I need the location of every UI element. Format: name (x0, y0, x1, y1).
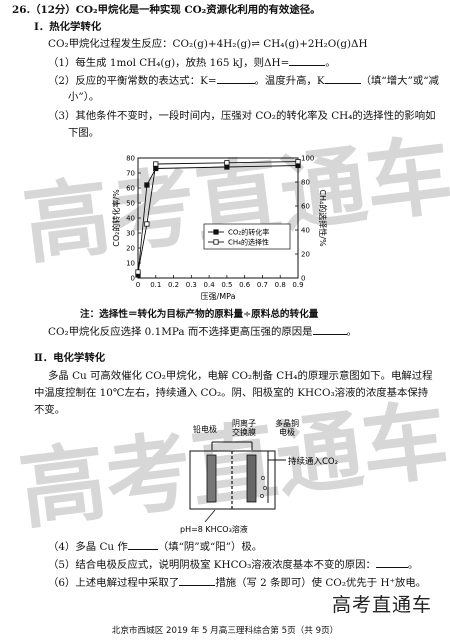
question-1-period: 。 (325, 57, 336, 69)
y-right-tick-label: 40 (301, 227, 310, 235)
membrane-label-2: 交换膜 (232, 427, 256, 437)
question-5: （5）结合电极反应式，说明阴极室 KHCO₃溶液浓度基本不变的原因： 。 (48, 558, 418, 572)
question-3-cont: 下图。 (68, 127, 100, 139)
y-left-tick-label: 0 (131, 275, 135, 283)
question-1: （1）每生成 1mol CH₄(g)，放热 165 kJ，则ΔH= 。 (48, 56, 336, 70)
y-left-tick-label: 60 (126, 185, 135, 193)
series-1-point (224, 164, 230, 170)
question-4-text-a: （4）多晶 Cu 作 (48, 541, 128, 553)
question-3-followup: CO₂甲烷化反应选择 0.1MPa 而不选择更高压强的原因是 。 (48, 325, 357, 339)
legend-marker-1 (213, 229, 219, 235)
y-right-tick-label: 80 (301, 179, 310, 187)
electrolysis-cell (189, 450, 276, 510)
answer-blank-2a[interactable] (216, 74, 255, 84)
y-right-tick-label: 0 (301, 275, 305, 283)
x-tick-label: 0.2 (168, 281, 179, 289)
question-5-text: （5）结合电极反应式，说明阴极室 KHCO₃溶液浓度基本不变的原因： (48, 559, 376, 571)
selectivity-note: 注：选择性＝转化为目标产物的原料量÷原料总的转化量 (80, 309, 319, 320)
series-line-1 (137, 165, 299, 276)
question-6-text-b: 措施（写 2 条即可）使 CO₂优先于 H⁺放电。 (215, 577, 427, 589)
paragraph-2-line-3: 不变。 (34, 404, 66, 416)
y-right-tick-label: 100 (301, 155, 314, 163)
answer-blank-1[interactable] (289, 56, 326, 66)
series-2-point (135, 269, 141, 275)
y-right-tick-label: 20 (301, 251, 310, 259)
cu-electrode-label-1: 多晶铜 (275, 418, 299, 428)
answer-blank-4[interactable] (127, 540, 158, 550)
page-footer: 北京市西城区 2019 年 5 月高三理科综合第 5页（共 9页） (111, 626, 339, 636)
legend-label-1: CO₂的转化率 (228, 228, 269, 237)
series-2-point (295, 158, 301, 165)
question-2-text-b: 。温度升高，K (254, 75, 325, 87)
watermark-corner: 高考直通车 (332, 594, 433, 616)
y-left-tick-label: 70 (126, 170, 135, 178)
series-1-point (144, 182, 150, 188)
cu-electrode-label-2: 电极 (279, 427, 295, 437)
question-heading: 26.（12分）CO₂甲烷化是一种实现 CO₂资源化利用的有效途径。 (12, 4, 321, 16)
x-tick-label: 0 (136, 281, 140, 289)
question-6-text-a: （6）上述电解过程中采取了 (48, 577, 180, 589)
x-tick-label: 0.7 (257, 281, 268, 289)
equation-right: CH₄(g)+2H₂O(g)ΔH (259, 38, 368, 50)
x-tick-label: 0.6 (239, 281, 251, 289)
question-4: （4）多晶 Cu 作 （填“阴”或“阳”）极。 (48, 540, 262, 554)
x-tick-label: 0.4 (204, 281, 216, 289)
bubbles (260, 476, 267, 498)
paragraph-2-line-1: 多晶 Cu 可高效催化 CO₂甲烷化，电解 CO₂制备 CH₄的原理示意图如下。… (48, 370, 433, 382)
y-right-axis-label: CH₄的选择性/% (318, 189, 328, 247)
question-3: （3）其他条件不变时，一段时间内，压强对 CO₂的转化率及 CH₄的选择性的影响… (48, 110, 436, 122)
y-left-tick-label: 40 (126, 215, 135, 223)
question-3-followup-text: CO₂甲烷化反应选择 0.1MPa 而不选择更高压强的原因是 (48, 326, 313, 338)
copper-electrode (246, 454, 257, 503)
lead-electrode (206, 454, 217, 503)
y-left-tick-label: 30 (126, 230, 135, 238)
section-2-title: Ⅱ．电化学转化 (34, 352, 106, 364)
question-2-text-a: （2）反应的平衡常数的表达式：K= (48, 75, 217, 87)
legend-marker-2 (213, 239, 219, 245)
question-4-text-b: （填“阴”或“阳”）极。 (157, 541, 263, 553)
question-2-text-c: （填“增大”或“减 (360, 75, 439, 87)
membrane-label-1: 阴离子 (232, 418, 256, 428)
y-right-tick-label: 60 (301, 203, 310, 211)
answer-blank-3[interactable] (312, 325, 347, 335)
question-1-text: （1）每生成 1mol CH₄(g)，放热 165 kJ，则ΔH= (48, 57, 290, 69)
x-axis-label: 压强/MPa (201, 292, 236, 301)
x-tick-label: 0.8 (275, 281, 286, 289)
series-2-point (153, 161, 159, 167)
plot-frame (137, 157, 299, 279)
paragraph-2-line-2: 中温度控制在 10℃左右，持续通入 CO₂。阴、阳极室的 KHCO₃溶液的浓度基… (34, 387, 429, 399)
reaction-equation: CO₂甲烷化过程发生反应：CO₂(g)+4H₂(g)⇌ CH₄(g)+2H₂O(… (48, 38, 368, 51)
y-left-tick-label: 10 (126, 260, 135, 268)
question-2: （2）反应的平衡常数的表达式：K= 。温度升高，K （填“增大”或“减 (48, 74, 439, 88)
x-tick-label: 0.9 (292, 281, 303, 289)
x-tick-label: 0.1 (150, 281, 161, 289)
y-left-tick-label: 20 (126, 245, 135, 253)
question-6: （6）上述电解过程中采取了 措施（写 2 条即可）使 CO₂优先于 H⁺放电。 (48, 576, 426, 590)
answer-blank-5[interactable] (375, 558, 408, 568)
legend-label-2: CH₄的选择性 (228, 238, 269, 247)
series-2-point (224, 160, 230, 166)
section-1-title: Ⅰ．热化学转化 (34, 21, 102, 33)
equilibrium-arrow: ⇌ (251, 38, 260, 50)
series-2-point (144, 221, 150, 227)
answer-blank-2b[interactable] (324, 74, 361, 84)
question-5-period: 。 (407, 559, 419, 571)
electrolysis-diagram: 铅电极 阴离子 交换膜 多晶铜 电极 持续通入CO₂ pH=8 KHCO₃溶液 (180, 418, 338, 534)
solution-label: pH=8 KHCO₃溶液 (180, 524, 248, 534)
question-3-followup-period: 。 (346, 326, 357, 338)
equation-left: CO₂甲烷化过程发生反应：CO₂(g)+4H₂(g) (48, 38, 252, 50)
answer-blank-6[interactable] (179, 576, 216, 586)
y-left-axis-label: CO₂的转化率/% (111, 189, 121, 247)
lead-electrode-label: 铅电极 (193, 424, 217, 434)
y-left-tick-label: 80 (126, 155, 135, 163)
legend-box (203, 223, 291, 250)
solution-pointer (204, 509, 216, 523)
question-2-cont: 小”）。 (68, 91, 100, 103)
y-left-tick-label: 50 (126, 200, 135, 208)
series-line-2 (137, 161, 299, 273)
co2-inlet-label: 持续通入CO₂ (288, 456, 338, 467)
x-tick-label: 0.5 (221, 281, 232, 289)
x-tick-label: 0.3 (186, 281, 197, 289)
